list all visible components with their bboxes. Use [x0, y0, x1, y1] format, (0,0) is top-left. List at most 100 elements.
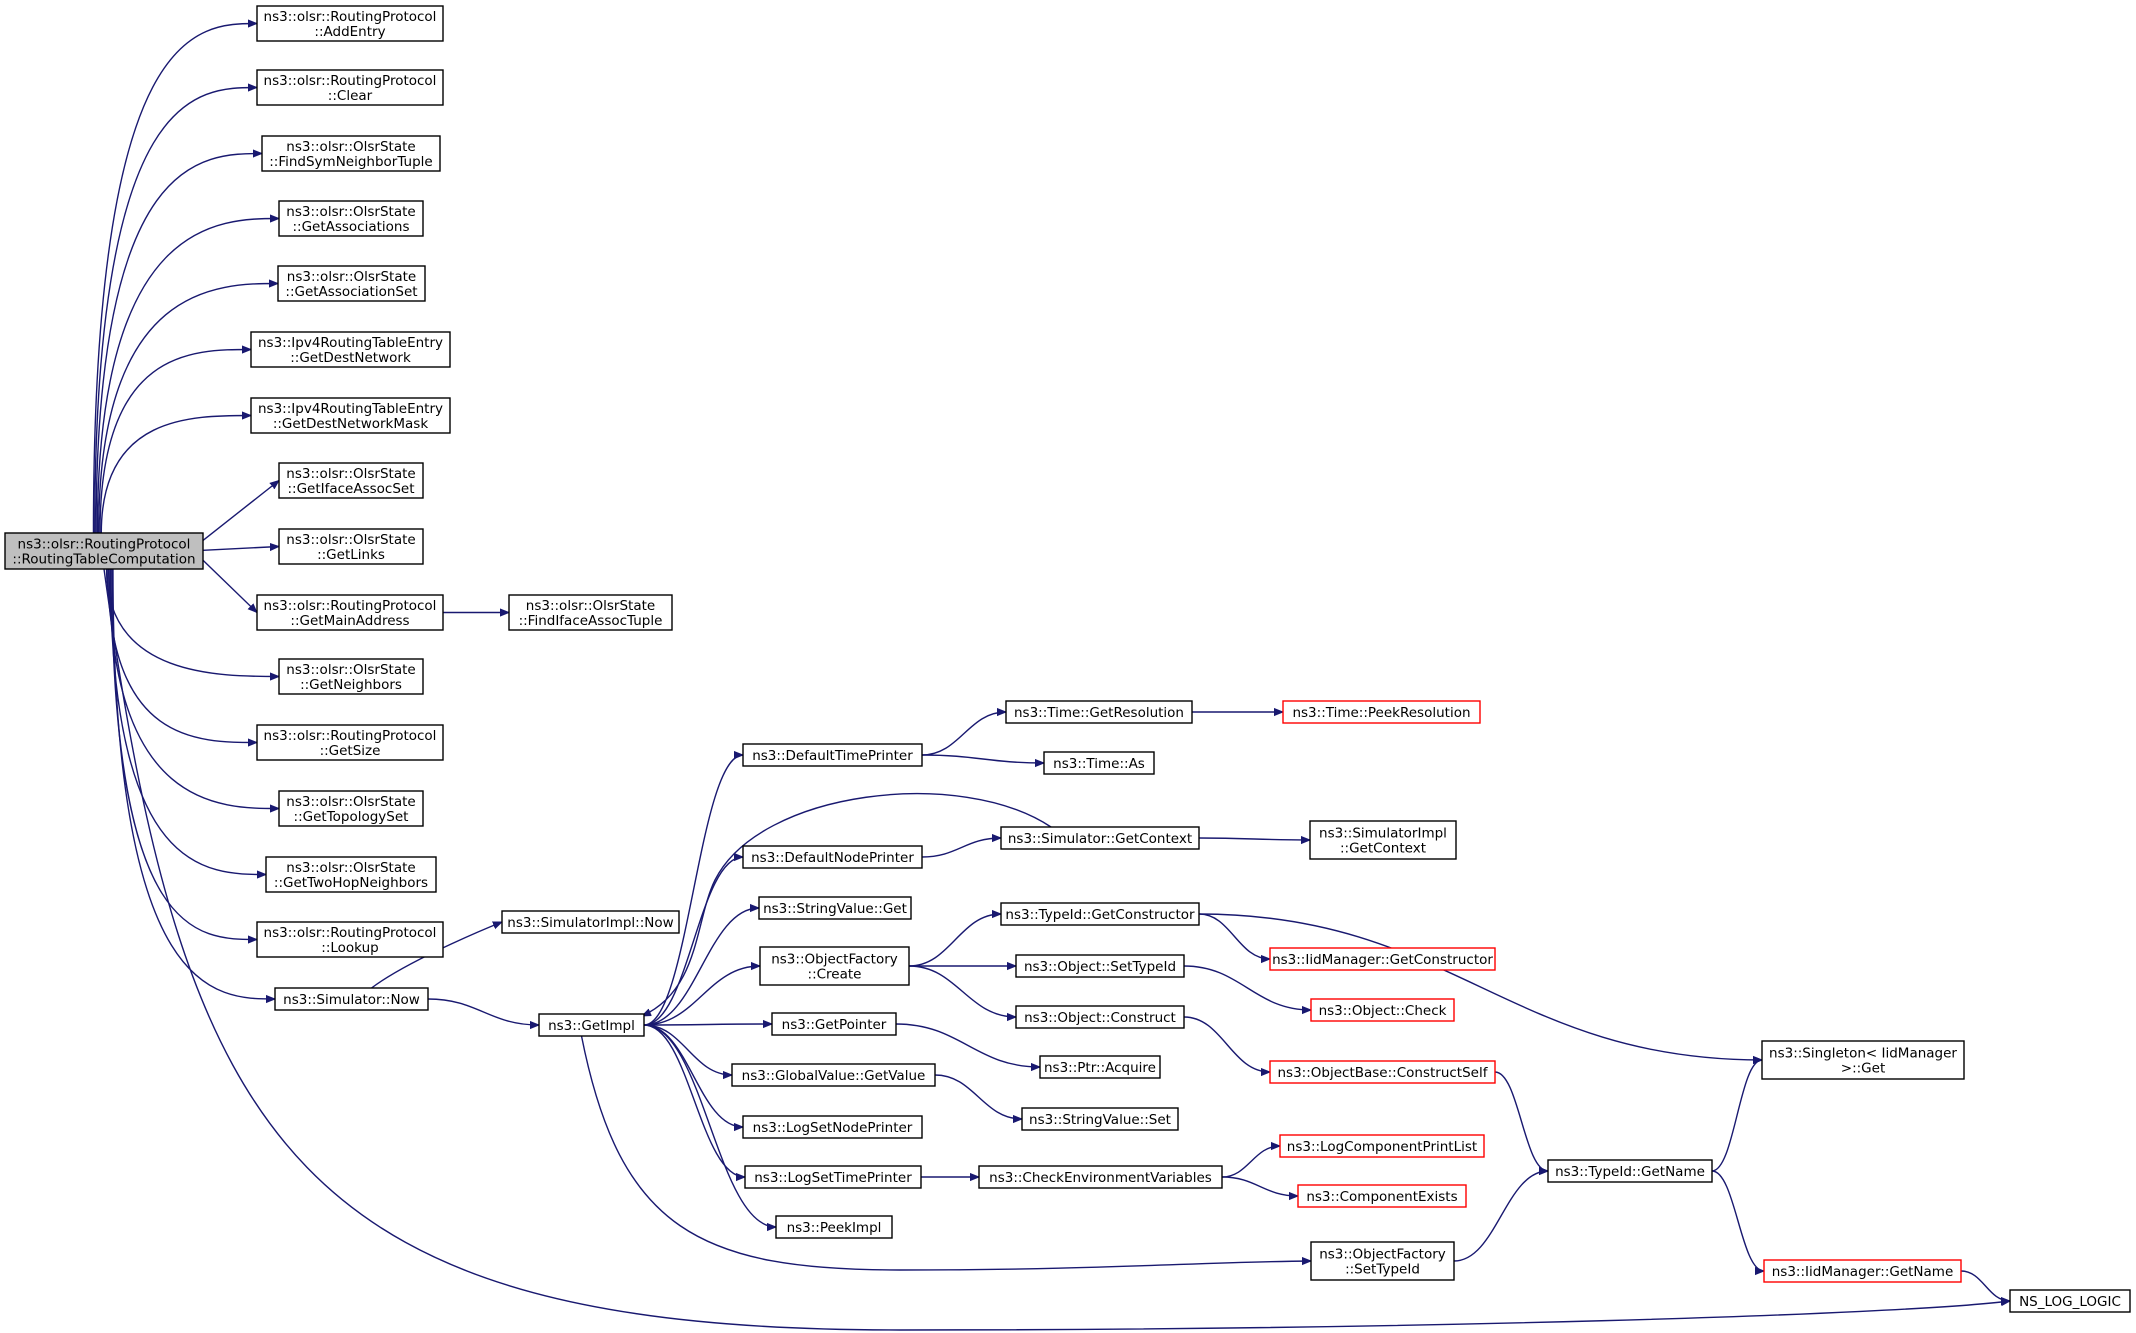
node-simGetContext[interactable]: ns3::Simulator::GetContext	[1000, 826, 1200, 850]
node-ptrAcquire[interactable]: ns3::Ptr::Acquire	[1039, 1055, 1161, 1079]
node-findSym[interactable]: ns3::olsr::OlsrState::FindSymNeighborTup…	[261, 135, 441, 172]
node-stringValueSet[interactable]: ns3::StringValue::Set	[1021, 1107, 1179, 1131]
node-box[interactable]	[1015, 1005, 1185, 1029]
node-box[interactable]	[256, 594, 444, 631]
node-box[interactable]	[1547, 1159, 1713, 1183]
node-nsLogLogic[interactable]: NS_LOG_LOGIC	[2009, 1289, 2131, 1313]
node-box[interactable]	[278, 528, 424, 565]
node-defNodePrinter[interactable]: ns3::DefaultNodePrinter	[742, 845, 923, 869]
node-box[interactable]	[742, 743, 923, 767]
node-box[interactable]	[278, 462, 424, 499]
node-box[interactable]	[1297, 1184, 1467, 1208]
node-box[interactable]	[250, 331, 451, 368]
node-objSetTypeId[interactable]: ns3::Object::SetTypeId	[1015, 954, 1185, 978]
node-simImplGetContext[interactable]: ns3::SimulatorImpl::GetContext	[1309, 820, 1457, 860]
node-simImplNow[interactable]: ns3::SimulatorImpl::Now	[501, 910, 680, 934]
node-objCheck[interactable]: ns3::Object::Check	[1310, 998, 1455, 1022]
node-box[interactable]	[256, 921, 444, 958]
node-root[interactable]: ns3::olsr::RoutingProtocol::RoutingTable…	[4, 532, 204, 570]
node-getMainAddress[interactable]: ns3::olsr::RoutingProtocol::GetMainAddre…	[256, 594, 444, 631]
node-lookup[interactable]: ns3::olsr::RoutingProtocol::Lookup	[256, 921, 444, 958]
node-iidGetName[interactable]: ns3::IidManager::GetName	[1763, 1259, 1962, 1283]
node-box[interactable]	[277, 265, 426, 302]
node-box[interactable]	[256, 724, 444, 761]
node-box[interactable]	[256, 5, 444, 42]
node-stringValueGet[interactable]: ns3::StringValue::Get	[758, 896, 912, 920]
node-box[interactable]	[274, 987, 429, 1011]
node-getSize[interactable]: ns3::olsr::RoutingProtocol::GetSize	[256, 724, 444, 761]
node-objFactoryCreate[interactable]: ns3::ObjectFactory::Create	[759, 946, 910, 986]
node-globalValueGetValue[interactable]: ns3::GlobalValue::GetValue	[731, 1063, 936, 1087]
node-box[interactable]	[2009, 1289, 2131, 1313]
node-box[interactable]	[744, 1165, 922, 1189]
node-box[interactable]	[742, 845, 923, 869]
node-iidGetCtor[interactable]: ns3::IidManager::GetConstructor	[1269, 947, 1496, 971]
node-simNow[interactable]: ns3::Simulator::Now	[274, 987, 429, 1011]
node-box[interactable]	[278, 658, 424, 695]
node-checkEnvVars[interactable]: ns3::CheckEnvironmentVariables	[978, 1165, 1223, 1189]
node-box[interactable]	[4, 532, 204, 570]
node-box[interactable]	[1000, 902, 1200, 926]
node-box[interactable]	[501, 910, 680, 934]
node-box[interactable]	[1269, 1060, 1496, 1084]
node-componentExists[interactable]: ns3::ComponentExists	[1297, 1184, 1467, 1208]
node-timePeekRes[interactable]: ns3::Time::PeekResolution	[1282, 700, 1481, 724]
node-logComponentPrintList[interactable]: ns3::LogComponentPrintList	[1279, 1134, 1485, 1158]
node-box[interactable]	[1269, 947, 1496, 971]
node-getLinks[interactable]: ns3::olsr::OlsrState::GetLinks	[278, 528, 424, 565]
node-singletonGet[interactable]: ns3::Singleton< IidManager>::Get	[1761, 1040, 1965, 1080]
node-box[interactable]	[1310, 1241, 1455, 1281]
node-box[interactable]	[508, 594, 673, 631]
node-box[interactable]	[978, 1165, 1223, 1189]
node-getDestNetworkMask[interactable]: ns3::Ipv4RoutingTableEntry::GetDestNetwo…	[250, 397, 451, 434]
node-box[interactable]	[1000, 826, 1200, 850]
node-box[interactable]	[1043, 751, 1155, 775]
node-peekImpl[interactable]: ns3::PeekImpl	[775, 1215, 893, 1239]
node-box[interactable]	[538, 1013, 645, 1037]
node-getPointer[interactable]: ns3::GetPointer	[771, 1012, 897, 1036]
node-box[interactable]	[1005, 700, 1193, 724]
node-box[interactable]	[1279, 1134, 1485, 1158]
node-box[interactable]	[759, 946, 910, 986]
node-box[interactable]	[250, 397, 451, 434]
node-getIfaceAssocSet[interactable]: ns3::olsr::OlsrState::GetIfaceAssocSet	[278, 462, 424, 499]
node-timeGetRes[interactable]: ns3::Time::GetResolution	[1005, 700, 1193, 724]
node-box[interactable]	[731, 1063, 936, 1087]
node-defTimePrinter[interactable]: ns3::DefaultTimePrinter	[742, 743, 923, 767]
node-getAssociationSet[interactable]: ns3::olsr::OlsrState::GetAssociationSet	[277, 265, 426, 302]
node-box[interactable]	[742, 1115, 923, 1139]
node-findIfaceAssoc[interactable]: ns3::olsr::OlsrState::FindIfaceAssocTupl…	[508, 594, 673, 631]
node-typeIdGetCtor[interactable]: ns3::TypeId::GetConstructor	[1000, 902, 1200, 926]
node-addEntry[interactable]: ns3::olsr::RoutingProtocol::AddEntry	[256, 5, 444, 42]
node-box[interactable]	[1309, 820, 1457, 860]
node-box[interactable]	[1761, 1040, 1965, 1080]
node-box[interactable]	[1763, 1259, 1962, 1283]
node-getTwoHop[interactable]: ns3::olsr::OlsrState::GetTwoHopNeighbors	[265, 856, 437, 893]
node-getImpl[interactable]: ns3::GetImpl	[538, 1013, 645, 1037]
node-box[interactable]	[771, 1012, 897, 1036]
node-box[interactable]	[256, 69, 444, 106]
node-typeIdGetName[interactable]: ns3::TypeId::GetName	[1547, 1159, 1713, 1183]
node-getDestNetwork[interactable]: ns3::Ipv4RoutingTableEntry::GetDestNetwo…	[250, 331, 451, 368]
node-getNeighbors[interactable]: ns3::olsr::OlsrState::GetNeighbors	[278, 658, 424, 695]
node-box[interactable]	[265, 856, 437, 893]
node-box[interactable]	[775, 1215, 893, 1239]
node-box[interactable]	[278, 200, 424, 237]
node-objFactorySetTypeId[interactable]: ns3::ObjectFactory::SetTypeId	[1310, 1241, 1455, 1281]
node-clear[interactable]: ns3::olsr::RoutingProtocol::Clear	[256, 69, 444, 106]
node-logSetNodePrinter[interactable]: ns3::LogSetNodePrinter	[742, 1115, 923, 1139]
node-objBaseConstructSelf[interactable]: ns3::ObjectBase::ConstructSelf	[1269, 1060, 1496, 1084]
node-box[interactable]	[758, 896, 912, 920]
node-logSetTimePrinter[interactable]: ns3::LogSetTimePrinter	[744, 1165, 922, 1189]
node-box[interactable]	[1282, 700, 1481, 724]
node-box[interactable]	[1015, 954, 1185, 978]
node-box[interactable]	[1021, 1107, 1179, 1131]
node-timeAs[interactable]: ns3::Time::As	[1043, 751, 1155, 775]
node-box[interactable]	[1310, 998, 1455, 1022]
node-getAssociations[interactable]: ns3::olsr::OlsrState::GetAssociations	[278, 200, 424, 237]
node-objConstruct[interactable]: ns3::Object::Construct	[1015, 1005, 1185, 1029]
node-getTopologySet[interactable]: ns3::olsr::OlsrState::GetTopologySet	[278, 790, 424, 827]
node-box[interactable]	[261, 135, 441, 172]
node-box[interactable]	[278, 790, 424, 827]
node-box[interactable]	[1039, 1055, 1161, 1079]
